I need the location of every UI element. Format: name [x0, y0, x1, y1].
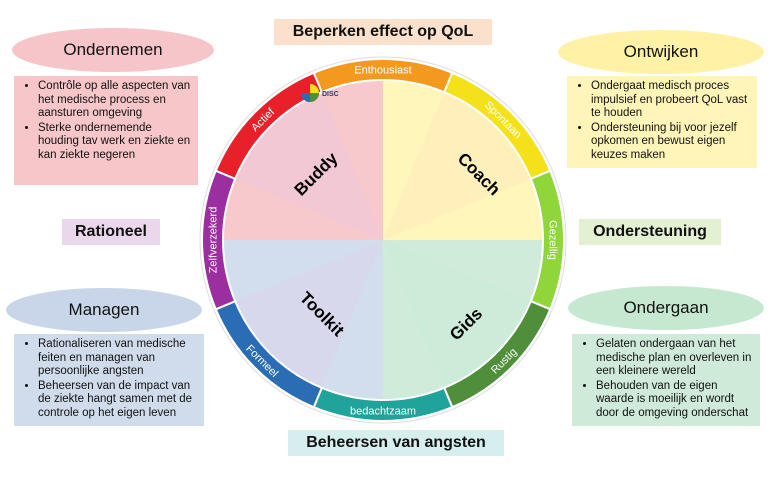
- quadrant-box-managen: Rationaliseren van medische feiten en ma…: [14, 334, 204, 426]
- sector-blend: [236, 93, 383, 241]
- ring-segment-actief: [214, 71, 324, 181]
- sector-blend: [383, 240, 530, 387]
- quadrant-box-ondergaan: Gelaten ondergaan van het medische plan …: [572, 334, 760, 426]
- ring-label-gezellig: Gezellig: [547, 220, 559, 260]
- list-item: Ondersteuning bij voor jezelf opkomen en…: [591, 122, 751, 163]
- disc-logo-text: DISC: [322, 91, 339, 98]
- quadrant-title-ondergaan: Ondergaan: [568, 286, 764, 330]
- sector-blend: [383, 93, 530, 241]
- list-item: Rationaliseren van medische feiten en ma…: [38, 338, 198, 379]
- ring-label-enthousiast: Enthousiast: [354, 65, 411, 77]
- list-item: Contrôle op alle aspecten van het medisc…: [38, 80, 192, 121]
- axis-label-left: Rationeel: [62, 219, 160, 245]
- quadrant-box-ondernemen: Contrôle op alle aspecten van het medisc…: [14, 76, 198, 185]
- disc-logo-icon: DISC: [301, 84, 339, 102]
- list-item: Ondergaat medisch proces impulsief en pr…: [591, 80, 751, 121]
- list-item: Beheersen van de impact van de ziekte ha…: [38, 380, 198, 421]
- quadrant-title-managen: Managen: [6, 288, 202, 332]
- ring-label-zelfverzekerd: Zelfverzekerd: [208, 207, 220, 274]
- axis-label-bottom: Beheersen van angsten: [288, 430, 504, 456]
- quadrant-box-ontwijken: Ondergaat medisch proces impulsief en pr…: [567, 76, 757, 168]
- axis-label-right: Ondersteuning: [579, 219, 721, 245]
- list-item: Gelaten ondergaan van het medische plan …: [596, 338, 754, 379]
- ring-label-bedachtzaam: bedachtzaam: [350, 406, 416, 418]
- list-item: Behouden van de eigen waarde is moeilijk…: [596, 380, 754, 421]
- quadrant-title-ondernemen: Ondernemen: [12, 28, 214, 72]
- wheel-sectors: [224, 81, 542, 399]
- axis-label-top: Beperken effect op QoL: [274, 19, 492, 45]
- sector-blend: [236, 240, 383, 387]
- list-item: Sterke ondernemende houding tav werk en …: [38, 122, 192, 163]
- quadrant-title-ontwijken: Ontwijken: [558, 30, 764, 74]
